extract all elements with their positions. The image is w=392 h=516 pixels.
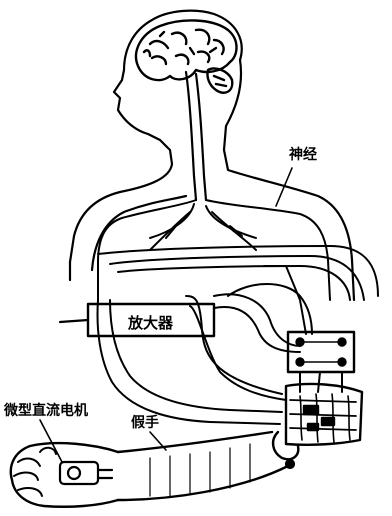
prosthetic-hand-label: 假手 bbox=[131, 416, 159, 430]
spinal-cord bbox=[186, 72, 206, 200]
socket-wires bbox=[300, 372, 342, 392]
micro-dc-motor bbox=[40, 420, 112, 484]
nerve-lines bbox=[98, 168, 330, 300]
arm-socket bbox=[286, 384, 362, 445]
micro-dc-motor-label: 微型直流电机 bbox=[4, 404, 88, 418]
prosthetic-hand bbox=[11, 443, 118, 507]
prosthetic-forearm bbox=[118, 432, 288, 500]
nerve-label: 神经 bbox=[289, 148, 317, 162]
amplifier-label: 放大器 bbox=[128, 316, 173, 331]
